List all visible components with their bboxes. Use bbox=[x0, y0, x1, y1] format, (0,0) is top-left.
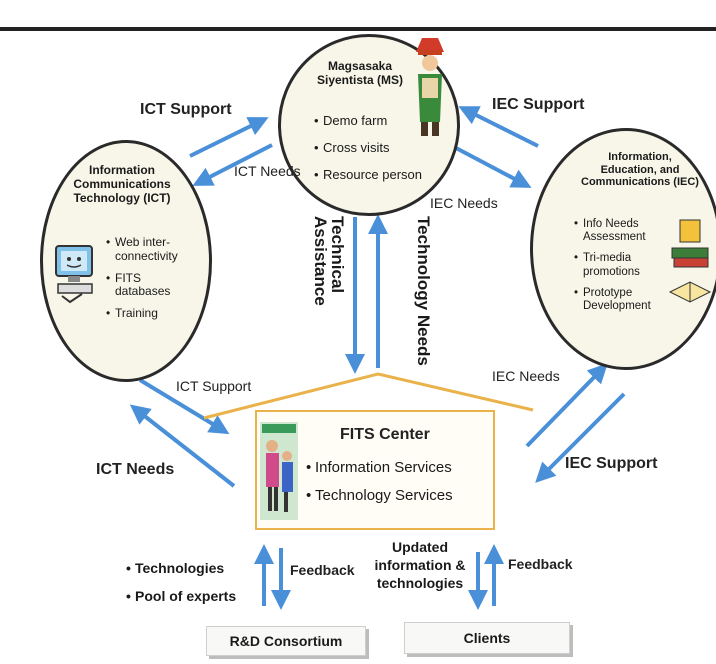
ict-title-line1: Information bbox=[89, 163, 155, 177]
ms-title-line2: Siyentista (MS) bbox=[316, 72, 403, 87]
books-icon bbox=[668, 219, 712, 303]
label-feedback-left: Feedback bbox=[290, 562, 355, 578]
iec-item-prototype: Prototype Development bbox=[574, 287, 672, 313]
clients-label: Clients bbox=[463, 630, 511, 646]
ms-item-resource-person: Resource person bbox=[314, 161, 444, 188]
arrow-ict-needs-top bbox=[192, 143, 273, 186]
iec-item-info-needs: Info Needs Assessment bbox=[574, 218, 672, 244]
ict-title-line2: Communications bbox=[73, 176, 171, 191]
arrow-ict-needs-low bbox=[129, 404, 236, 488]
ict-item-fits-db-text: FITS databases bbox=[115, 270, 171, 299]
rd-item-technologies: Technologies bbox=[126, 554, 250, 582]
iec-title-line2: Education, and bbox=[600, 163, 680, 176]
arrow-iec-support-top bbox=[458, 106, 539, 148]
fits-title: FITS Center bbox=[340, 426, 430, 443]
updated-line2: information & bbox=[374, 557, 466, 574]
ict-item-training: Training bbox=[106, 306, 198, 321]
iec-list: Info Needs Assessment Tri-media promotio… bbox=[574, 218, 672, 313]
ict-title-line3: Technology (ICT) bbox=[73, 190, 171, 205]
label-ict-support-top: ICT Support bbox=[140, 101, 232, 118]
updated-line1: Updated bbox=[392, 539, 448, 555]
label-technical-assistance: Technical Assistance bbox=[311, 216, 346, 306]
fits-item-information: Information Services bbox=[306, 454, 486, 482]
ict-title: Information Communications Technology (I… bbox=[60, 163, 184, 205]
ms-title: Magsasaka Siyentista (MS) bbox=[300, 59, 420, 88]
clients-box: Clients bbox=[404, 622, 570, 654]
family-icon bbox=[260, 422, 298, 520]
rd-item-pool-of-experts: Pool of experts bbox=[126, 582, 250, 610]
iec-title-line3: Communications (IEC) bbox=[581, 176, 699, 189]
top-rule bbox=[0, 27, 716, 31]
label-iec-needs-top: IEC Needs bbox=[430, 195, 498, 211]
rd-offer-list: Technologies Pool of experts bbox=[126, 554, 250, 610]
arrow-ict-support-top bbox=[189, 117, 269, 158]
label-iec-needs-low: IEC Needs bbox=[492, 368, 560, 384]
ms-title-line1: Magsasaka bbox=[327, 59, 393, 73]
label-ict-support-low: ICT Support bbox=[176, 378, 252, 394]
iec-item-info-needs-text: Info Needs Assessment bbox=[583, 218, 646, 244]
ict-item-fits-db: FITS databases bbox=[106, 270, 198, 300]
updated-line3: technologies bbox=[376, 575, 464, 592]
label-ict-needs-low: ICT Needs bbox=[96, 461, 175, 478]
label-iec-support-top: IEC Support bbox=[492, 96, 585, 113]
iec-item-tri-media: Tri-media promotions bbox=[574, 252, 672, 278]
ict-item-web-text: Web inter-connectivity bbox=[115, 235, 178, 263]
ms-list: Demo farm Cross visits Resource person bbox=[314, 107, 444, 188]
arrow-iec-needs-top bbox=[455, 146, 532, 188]
farmer-icon bbox=[416, 38, 444, 136]
iec-item-tri-media-text: Tri-media promotions bbox=[583, 252, 640, 278]
label-ict-needs-top: ICT Needs bbox=[234, 163, 301, 179]
iec-title-line1: Information, bbox=[608, 151, 672, 163]
ms-item-cross-visits: Cross visits bbox=[314, 134, 444, 161]
iec-title: Information, Education, and Communicatio… bbox=[564, 151, 716, 189]
fits-item-technology: Technology Services bbox=[306, 482, 486, 510]
label-feedback-right: Feedback bbox=[508, 556, 573, 572]
arrow-iec-needs-low bbox=[525, 363, 608, 448]
rd-consortium-box: R&D Consortium bbox=[206, 626, 366, 656]
arrow-iec-support-low bbox=[535, 392, 626, 483]
ict-list: Web inter-connectivity FITS databases Tr… bbox=[106, 235, 198, 321]
computer-icon bbox=[55, 245, 93, 304]
label-technology-needs: Technology Needs bbox=[414, 216, 432, 366]
ict-item-web: Web inter-connectivity bbox=[106, 235, 198, 264]
arrow-ict-support-low bbox=[138, 378, 230, 435]
updated-info-text: Updated information & technologies bbox=[368, 538, 472, 593]
fits-list: Information Services Technology Services bbox=[306, 454, 486, 510]
rd-consortium-label: R&D Consortium bbox=[229, 633, 343, 649]
label-iec-support-low: IEC Support bbox=[565, 455, 658, 472]
ms-item-demo-farm: Demo farm bbox=[314, 107, 444, 134]
